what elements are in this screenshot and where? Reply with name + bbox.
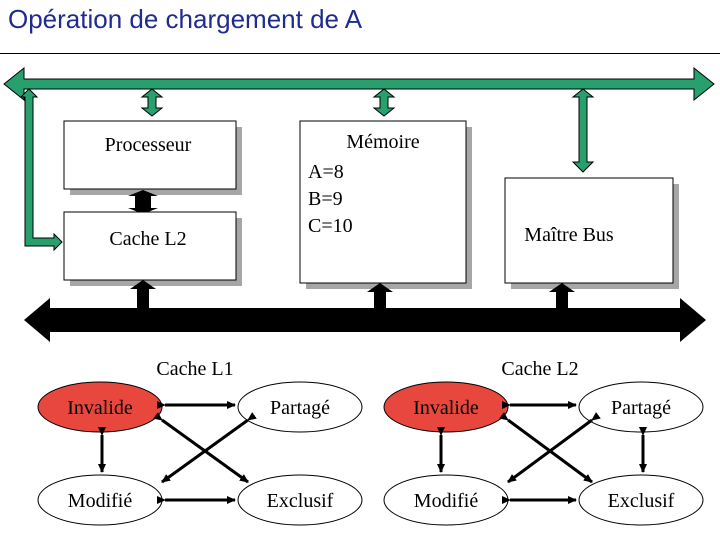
system-bus-top	[3, 66, 715, 102]
memory-line-c: C=10	[308, 215, 353, 237]
processor-box	[63, 120, 237, 190]
memory-box	[299, 120, 467, 284]
l2-state-exclusif-label: Exclusif	[608, 490, 675, 512]
memory-line-a: A=8	[308, 161, 344, 183]
bus-processor-connector	[140, 88, 164, 117]
l1-state-partage	[237, 381, 363, 433]
bus-cachel2-connector	[19, 88, 63, 252]
l2-transitions	[437, 401, 647, 504]
l1-state-modifie-label: Modifié	[68, 490, 133, 512]
memory-bus-bottom	[24, 298, 706, 342]
l2-state-modifie-label: Modifié	[414, 490, 479, 512]
l1-state-exclusif-label: Exclusif	[267, 490, 334, 512]
slide-title: Opération de chargement de A	[8, 4, 363, 34]
processor-label: Processeur	[105, 134, 192, 156]
bus-busmaster-connector	[571, 88, 595, 173]
title-divider	[0, 53, 720, 54]
cachel2-box	[63, 211, 237, 281]
l2-state-invalide-label: Invalide	[413, 397, 479, 419]
cachel2-bus-connector	[130, 280, 156, 308]
memory-bus-connector	[367, 283, 393, 308]
l1-state-invalide-label: Invalide	[67, 397, 133, 419]
l1-state-exclusif	[237, 474, 363, 526]
bus-memory-connector	[372, 88, 396, 117]
l2-state-exclusif	[578, 474, 704, 526]
memory-line-b: B=9	[308, 188, 343, 210]
l2-state-partage-label: Partagé	[611, 397, 671, 419]
processor-cache-link	[128, 190, 158, 214]
busmaster-box	[504, 177, 674, 284]
busmaster-bus-connector	[549, 283, 575, 308]
state-diagram-l1-label: Cache L1	[156, 358, 233, 380]
cachel2-label: Cache L2	[109, 228, 186, 250]
busmaster-label: Maître Bus	[524, 224, 614, 246]
l1-state-partage-label: Partagé	[270, 397, 330, 419]
memory-title: Mémoire	[346, 131, 419, 153]
state-diagram-l2-label: Cache L2	[501, 358, 578, 380]
l1-transitions	[98, 401, 257, 504]
